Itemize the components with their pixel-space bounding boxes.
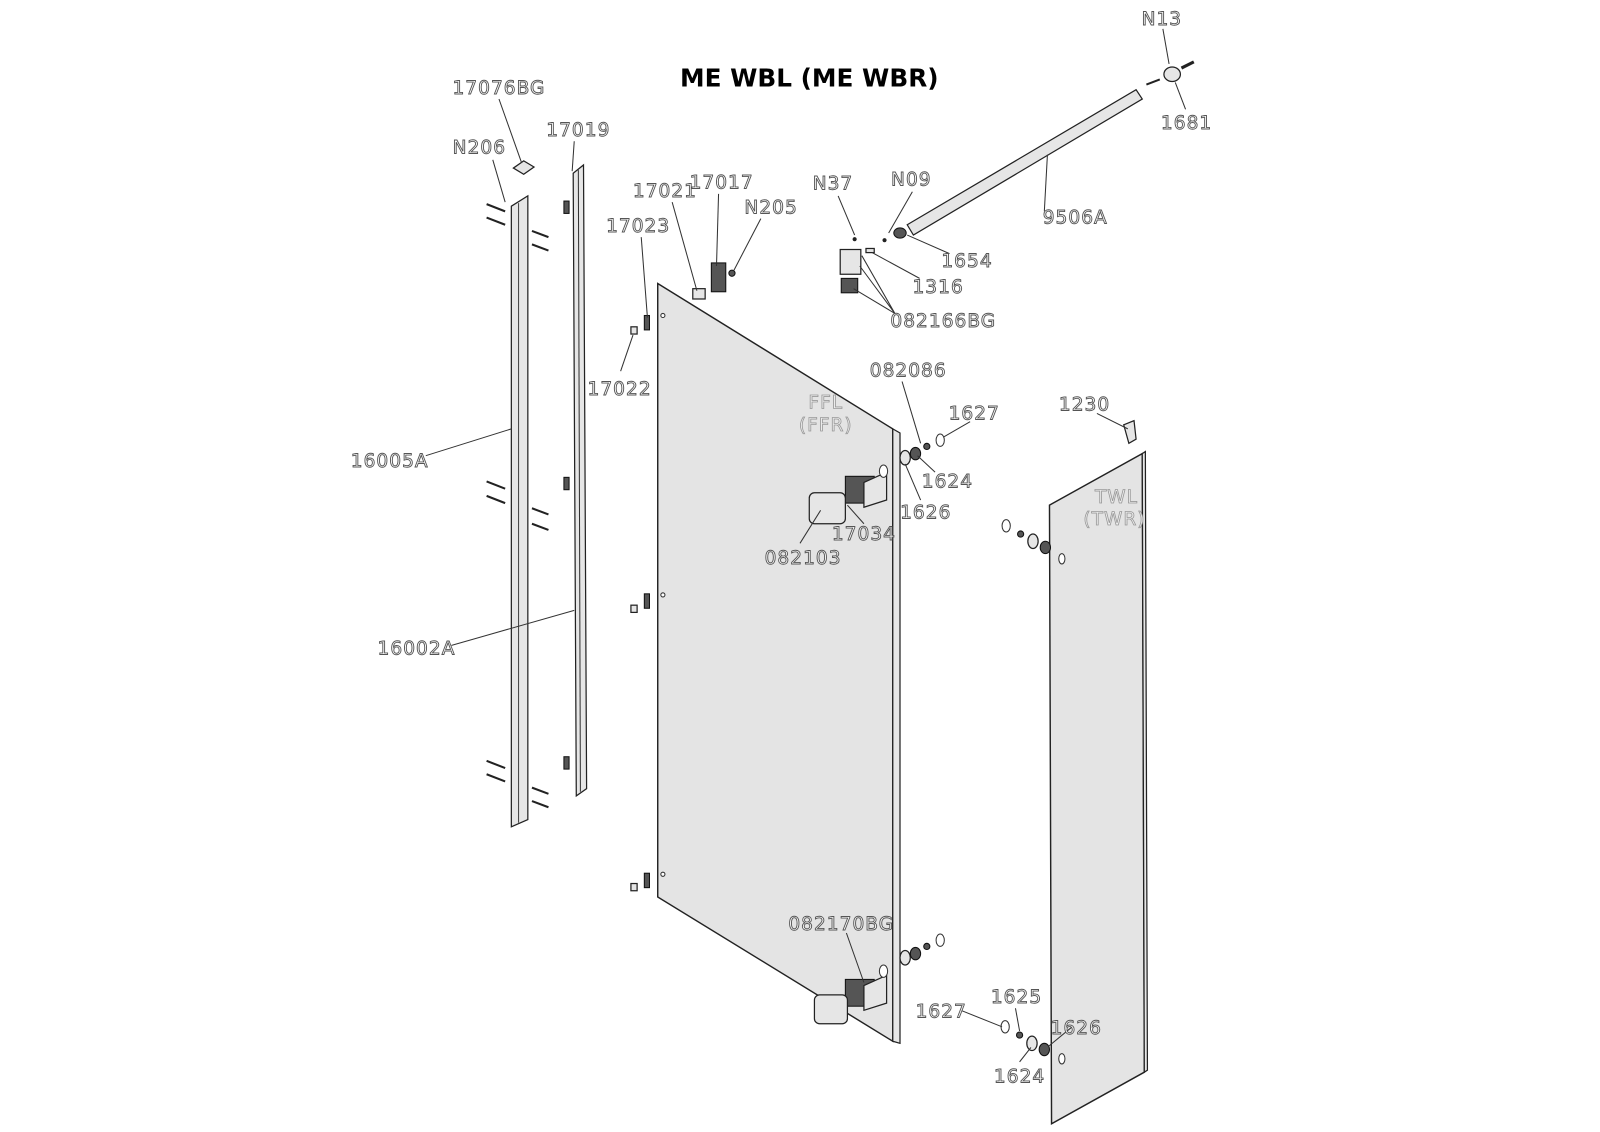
panel-label-twr: (TWR) [1083,509,1145,530]
label-N09: N09 [891,170,932,191]
fixed-glass-panel [657,282,901,1045]
label-17017: 17017 [690,173,754,194]
part-labels: 17076BG N206 17019 17021 17017 N205 1702… [350,8,1212,1088]
cap-17076BG [512,160,536,175]
panel-label-ffr: (FFR) [799,415,853,436]
stabilizer-rod-9506A [839,60,1195,294]
label-N205: N205 [744,197,797,218]
label-16002A: 16002A [378,639,456,660]
label-1230: 1230 [1059,394,1110,415]
label-1626-top: 1626 [900,503,951,524]
label-16005A: 16005A [351,451,429,472]
label-17021: 17021 [633,181,697,202]
label-17034: 17034 [832,524,896,545]
label-1681: 1681 [1161,113,1212,134]
panel-label-twl: TWL [1094,487,1138,508]
label-1627-bottom: 1627 [916,1002,967,1023]
wall-profile-16005A [510,194,529,828]
label-082166BG: 082166BG [890,311,996,332]
label-082103: 082103 [765,548,842,569]
seal-profile-16002A [563,163,588,798]
leader-lines [425,28,1187,1063]
label-N37: N37 [813,174,854,195]
wall-glass-panel [1048,450,1149,1125]
label-1626-bottom: 1626 [1051,1018,1102,1039]
label-9506A: 9506A [1043,208,1108,229]
screws-and-anchors [486,203,549,809]
label-1624-bottom: 1624 [994,1066,1045,1087]
label-082086: 082086 [870,360,947,381]
label-N13: N13 [1142,9,1183,30]
label-1654: 1654 [941,251,992,272]
label-1316: 1316 [912,277,963,298]
diagram-title: ME WBL (ME WBR) [680,64,939,93]
label-17022: 17022 [588,379,652,400]
label-17019: 17019 [546,120,610,141]
label-1624-top: 1624 [922,472,973,493]
label-17023: 17023 [606,216,670,237]
label-1627-top: 1627 [949,404,1000,425]
label-1625: 1625 [991,987,1042,1008]
label-082170BG: 082170BG [788,914,894,935]
label-N206: N206 [453,138,506,159]
panel-label-ffl: FFL [808,392,843,413]
label-17076BG: 17076BG [452,78,545,99]
hinge-blocks [808,464,889,1025]
brackets [630,262,736,892]
